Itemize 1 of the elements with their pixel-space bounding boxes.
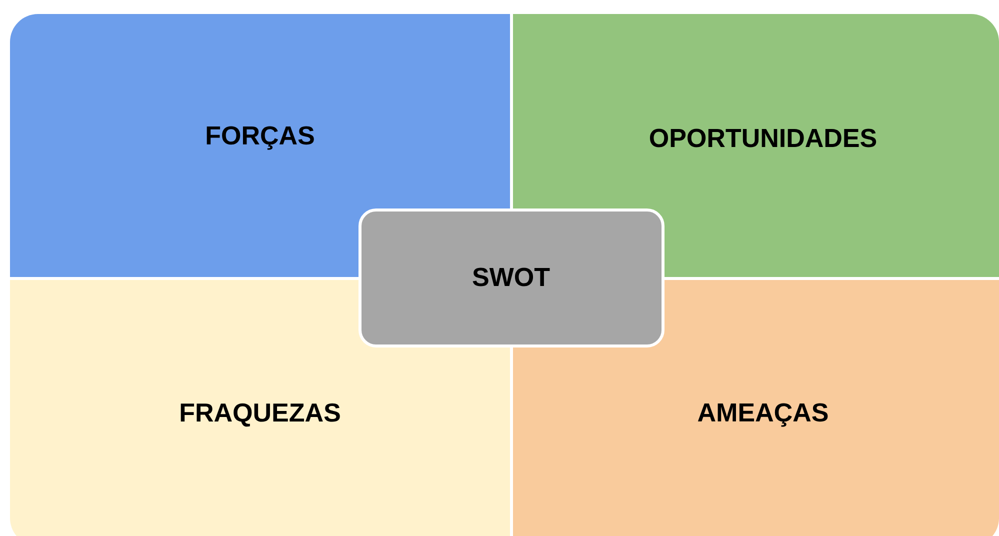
center-box: SWOT	[358, 208, 664, 348]
